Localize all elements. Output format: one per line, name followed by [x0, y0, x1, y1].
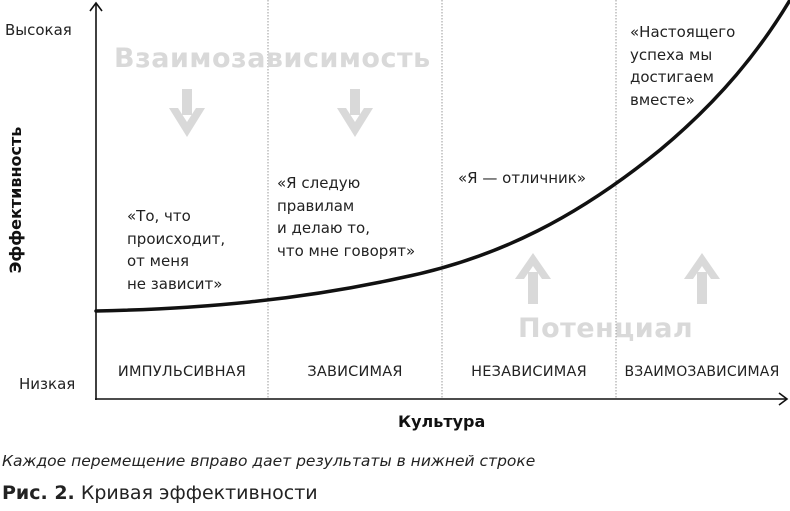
figure-caption: Рис. 2. Кривая эффективности: [2, 482, 318, 504]
down-arrow-icon: [337, 89, 373, 137]
figure-title: Кривая эффективности: [80, 482, 318, 504]
x-axis-title: Культура: [398, 412, 486, 431]
column-label-impulsive: ИМПУЛЬСИВНАЯ: [117, 364, 247, 380]
quote-impulsive: «То, что происходит, от меня не зависит»: [127, 207, 226, 293]
efficiency-curve: [94, 0, 790, 313]
watermark-interdependence: Взаимозависимость: [114, 43, 431, 74]
y-axis-title-wrapper: Эффективность: [5, 127, 25, 274]
quote-interdependent: «Настоящего успеха мы достигаем вместе»: [630, 23, 736, 109]
y-axis-title: Эффективность: [5, 126, 25, 274]
y-tick-high: Высокая: [5, 21, 72, 39]
up-arrow-icon: [515, 253, 551, 304]
y-axis-arrow-icon: [89, 1, 103, 12]
quote-independent: «Я — отличник»: [458, 169, 587, 187]
caption-note: Каждое перемещение вправо дает результат…: [2, 452, 536, 470]
figure-number: Рис. 2.: [2, 482, 75, 504]
column-label-independent: НЕЗАВИСИМАЯ: [471, 364, 587, 380]
quote-dependent: «Я следую правилам и делаю то, что мне г…: [277, 174, 416, 260]
watermark-potential: Потенциал: [518, 313, 694, 344]
column-label-interdependent: ВЗАИМОЗАВИСИМАЯ: [624, 364, 780, 380]
down-arrow-icon: [169, 89, 205, 137]
column-label-dependent: ЗАВИСИМАЯ: [307, 364, 403, 380]
y-tick-low: Низкая: [19, 375, 76, 393]
up-arrow-icon: [684, 253, 720, 304]
x-axis-arrow-icon: [778, 392, 789, 406]
